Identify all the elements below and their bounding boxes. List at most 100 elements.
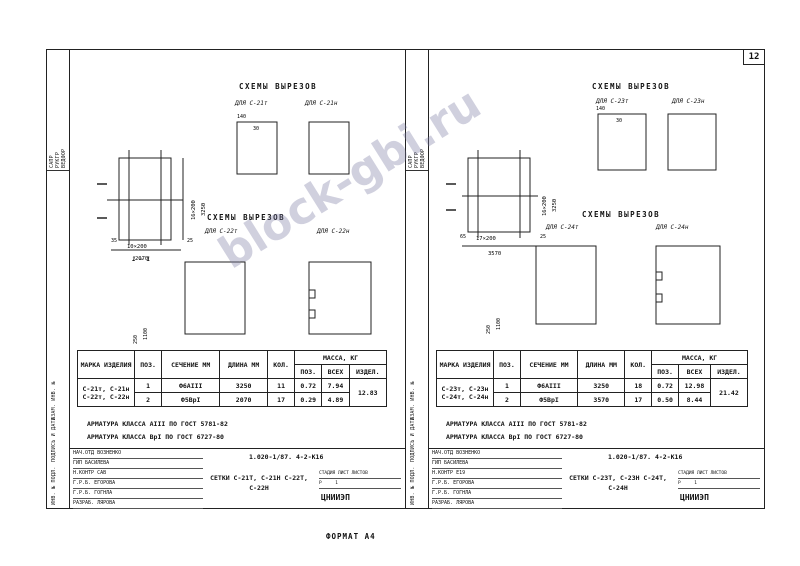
left-dim-d10: 250 — [133, 335, 139, 344]
left-scheme-label-2b: ДЛЯ С-22н — [317, 228, 350, 235]
left-dim-d3: 16×200 — [191, 200, 197, 220]
right-dim-d2: 3570 — [488, 251, 501, 257]
left-note-1: АРМАТУРА КЛАССА АIII ПО ГОСТ 5781-82 — [87, 420, 228, 428]
left-cell-len: 3250 — [219, 378, 268, 393]
right-sheet-title: СЕТКИ С-23Т, С-23Н С-24Т, С-24Н — [569, 474, 667, 492]
right-signatures: НАЧ.ОТД ВОЗНЕНКО ГИП БАСИЛЕВА Н.КОНТР Е1… — [432, 449, 562, 509]
right-dim-d7: 140 — [596, 106, 605, 112]
right-scheme-title-2: СХЕМЫ ВЫРЕЗОВ — [582, 210, 661, 219]
table-row: 2 Ф5ВрI 3570 17 0.50 8.44 — [437, 392, 748, 407]
left-th-len: ДЛИНА ММ — [219, 350, 268, 379]
left-dim-d1: 10×200 — [127, 244, 147, 250]
left-dim-d9: 1100 — [143, 328, 149, 340]
left-dim-d6: 25 — [187, 238, 193, 244]
left-cell-sec: Ф6АIII — [161, 378, 221, 393]
left-dim-d2: 2070 — [135, 256, 148, 262]
right-dim-d8: 30 — [616, 118, 622, 124]
right-cell-sec: Ф6АIII — [519, 378, 579, 393]
right-scheme-label-1a: ДЛЯ С-23т — [596, 98, 629, 105]
left-cell-mitem: 12.83 — [348, 378, 388, 407]
right-org: ЦНИИЭП — [680, 493, 709, 502]
right-th-qty: КОЛ. — [624, 350, 653, 379]
right-dim-d9: 1100 — [496, 318, 502, 330]
left-cell-mpos: 0.72 — [294, 378, 323, 393]
right-cell-qty: 18 — [624, 378, 653, 393]
left-scheme-label-2a: ДЛЯ С-22т — [205, 228, 238, 235]
right-note-2: АРМАТУРА КЛАССА ВрI ПО ГОСТ 6727-80 — [446, 433, 583, 441]
right-th-mass-all: ВСЕХ — [678, 364, 711, 379]
left-cell-mark: С-21т, С-21н С-22т, С-22н — [77, 378, 135, 407]
left-th-sec: СЕЧЕНИЕ ММ — [161, 350, 221, 379]
right-spec-table: МАРКА ИЗДЕЛИЯ ПОЗ. СЕЧЕНИЕ ММ ДЛИНА ММ К… — [436, 350, 749, 407]
right-th-mass: МАССА, КГ — [651, 350, 748, 365]
right-cell-mitem: 21.42 — [709, 378, 749, 407]
right-th-mass-pos: ПОЗ. — [651, 364, 679, 379]
right-scheme-label-2a: ДЛЯ С-24т — [546, 224, 579, 231]
right-cell-mall: 12.98 — [678, 378, 711, 393]
left-dim-d7: 140 — [237, 114, 246, 120]
left-th-mass: МАССА, КГ — [294, 350, 387, 365]
left-dim-d8: 30 — [253, 126, 259, 132]
right-th-mark: МАРКА ИЗДЕЛИЯ — [436, 350, 494, 379]
right-sheet-no: 1 — [694, 481, 697, 486]
format-label: ФОРМАТ А4 — [326, 532, 376, 541]
right-cell-mall: 8.44 — [678, 392, 711, 407]
right-dim-d3: 16×200 — [542, 196, 548, 216]
right-scheme-label-1b: ДЛЯ С-23н — [672, 98, 705, 105]
right-th-pos: ПОЗ. — [493, 350, 521, 379]
right-th-sec: СЕЧЕНИЕ ММ — [519, 350, 579, 379]
left-th-qty: КОЛ. — [266, 350, 296, 379]
right-dim-d10: 250 — [486, 325, 492, 334]
right-cell-len: 3570 — [577, 392, 626, 407]
left-spec-table: МАРКА ИЗДЕЛИЯ ПОЗ. СЕЧЕНИЕ ММ ДЛИНА ММ К… — [77, 350, 388, 407]
left-th-mark: МАРКА ИЗДЕЛИЯ — [77, 350, 135, 379]
right-dim-d6: 25 — [540, 234, 546, 240]
left-signatures: НАЧ.ОТД ВОЗНЕНКО ГИП БАСИЛЕВА Н.КОНТР СА… — [73, 449, 203, 509]
left-cell-qty: 17 — [266, 392, 296, 407]
right-cell-pos: 2 — [493, 392, 521, 407]
left-note-2: АРМАТУРА КЛАССА ВрI ПО ГОСТ 6727-80 — [87, 433, 224, 441]
left-side-stamp: САПР РУКГР ВЕДФОР ВЗАМ. ИНВ. № ПОДПИСЬ И… — [47, 50, 70, 508]
right-side-stamp: САПР РУКГР ВЕДФОР ВЗАМ. ИНВ. № ПОДПИСЬ И… — [406, 50, 429, 508]
right-side-label-5: ПОДПИСЬ И ДАТА — [410, 417, 416, 462]
left-title-block: НАЧ.ОТД ВОЗНЕНКО ГИП БАСИЛЕВА Н.КОНТР СА… — [69, 448, 405, 509]
left-stage: Р — [319, 481, 322, 486]
table-row: 2 Ф5ВрI 2070 17 0.29 4.89 — [78, 392, 387, 407]
right-dim-d4: 3250 — [552, 199, 558, 212]
left-th-mass-pos: ПОЗ. — [294, 364, 323, 379]
left-th-pos: ПОЗ. — [133, 350, 163, 379]
right-dim-d1: 17×200 — [476, 236, 496, 242]
right-stage: Р — [678, 481, 681, 486]
left-scheme-label-1b: ДЛЯ С-21н — [305, 100, 338, 107]
left-cell-sec: Ф5ВрI — [161, 392, 221, 407]
left-cell-pos: 1 — [133, 378, 163, 393]
left-scheme-title-2: СХЕМЫ ВЫРЕЗОВ — [207, 213, 286, 222]
table-row: С-23т, С-23н С-24т, С-24н 1 Ф6АIII 3250 … — [436, 378, 749, 407]
left-section-label: 1 — 1 — [132, 256, 151, 263]
right-title-block: НАЧ.ОТД ВОЗНЕНКО ГИП БАСИЛЕВА Н.КОНТР Е1… — [428, 448, 764, 509]
right-cell-len: 3250 — [577, 378, 626, 393]
right-drawing: 17×200 3570 65 25 16×200 3250 140 30 110… — [446, 106, 721, 334]
right-th-len: ДЛИНА ММ — [577, 350, 626, 379]
right-dim-d5: 65 — [460, 234, 466, 240]
left-scheme-label-1a: ДЛЯ С-21т — [235, 100, 268, 107]
table-row: С-21т, С-21н С-22т, С-22н 1 Ф6АIII 3250 … — [77, 378, 388, 407]
right-note-1: АРМАТУРА КЛАССА АIII ПО ГОСТ 5781-82 — [446, 420, 587, 428]
left-org: ЦНИИЭП — [321, 493, 350, 502]
left-cell-len: 2070 — [219, 392, 268, 407]
right-cell-qty: 17 — [624, 392, 653, 407]
right-cell-mpos: 0.72 — [651, 378, 679, 393]
right-side-label-4: ВЗАМ. ИНВ. № — [410, 381, 416, 420]
right-cell-sec: Ф5ВрI — [519, 392, 579, 407]
left-cell-mpos: 0.29 — [294, 392, 323, 407]
left-th-mass-all: ВСЕХ — [321, 364, 350, 379]
right-side-label-6: ИНВ. № ПОДЛ. — [410, 466, 416, 505]
left-sheet: САПР РУКГР ВЕДФОР ВЗАМ. ИНВ. № ПОДПИСЬ И… — [46, 49, 406, 509]
left-sheet-title: СЕТКИ С-21Т, С-21Н С-22Т, С-22Н — [210, 474, 308, 492]
left-side-label-5: ПОДПИСЬ И ДАТА — [51, 417, 57, 462]
right-page-number: 12 — [743, 50, 764, 65]
left-cell-qty: 11 — [266, 378, 296, 393]
left-side-label-6: ИНВ. № ПОДЛ. — [51, 466, 57, 505]
right-scheme-label-2b: ДЛЯ С-24н — [656, 224, 689, 231]
right-cell-mpos: 0.50 — [651, 392, 679, 407]
